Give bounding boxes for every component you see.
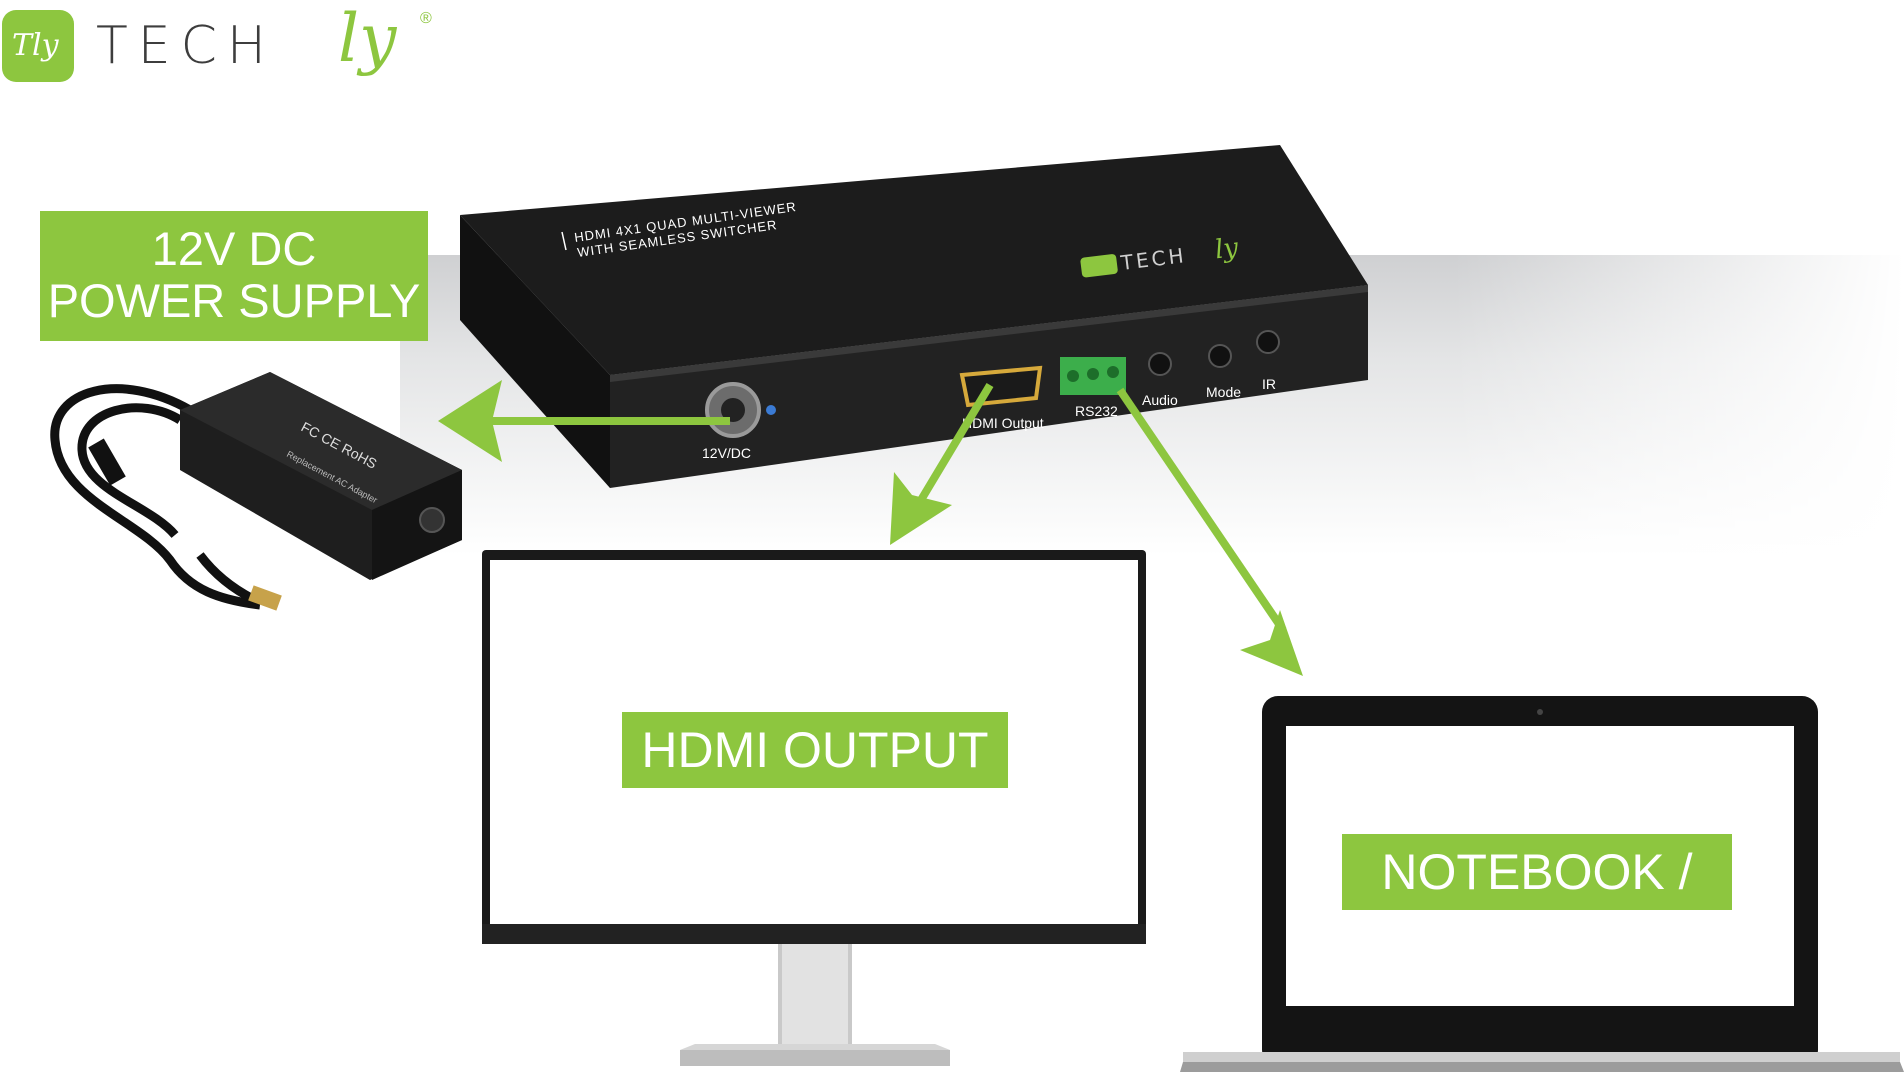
rs232-terminal bbox=[1060, 357, 1126, 395]
techly-logo: Tly TECH ly ® bbox=[0, 0, 450, 110]
logo-text: TECH bbox=[96, 16, 277, 76]
hdmi-output-label: HDMI OUTPUT bbox=[622, 712, 1008, 788]
logo-icon: Tly bbox=[2, 10, 74, 82]
multiviewer-device: HDMI 4X1 QUAD MULTI-VIEWER WITH SEAMLESS… bbox=[460, 145, 1368, 488]
port-label-mode: Mode bbox=[1206, 384, 1241, 400]
port-label-hdmi: HDMI Output bbox=[962, 415, 1044, 431]
registered-mark: ® bbox=[420, 10, 432, 27]
power-label-line2: POWER SUPPLY bbox=[47, 274, 421, 327]
logo-icon-text: Tly bbox=[12, 28, 59, 63]
hdmi-port bbox=[959, 365, 1043, 408]
power-supply-label: 12V DC POWER SUPPLY bbox=[40, 211, 428, 341]
monitor-icon bbox=[482, 550, 1146, 1066]
logo-suffix: ly bbox=[338, 0, 397, 77]
port-label-ir: IR bbox=[1262, 376, 1276, 392]
arrow-icon bbox=[438, 380, 1303, 676]
mode-button bbox=[1208, 344, 1232, 368]
ir-sensor bbox=[1256, 330, 1280, 354]
power-adapter-icon: FC CE RoHS Replacement AC Adapter bbox=[50, 372, 462, 611]
notebook-pc-label: NOTEBOOK / PC bbox=[1342, 834, 1732, 976]
port-label-audio: Audio bbox=[1142, 392, 1178, 408]
power-label-line1: 12V DC bbox=[151, 222, 317, 275]
port-label-rs232: RS232 bbox=[1075, 403, 1118, 419]
port-label-power: 12V/DC bbox=[702, 445, 751, 461]
device-logo-suffix: ly bbox=[1213, 233, 1240, 266]
audio-jack bbox=[1148, 352, 1172, 376]
